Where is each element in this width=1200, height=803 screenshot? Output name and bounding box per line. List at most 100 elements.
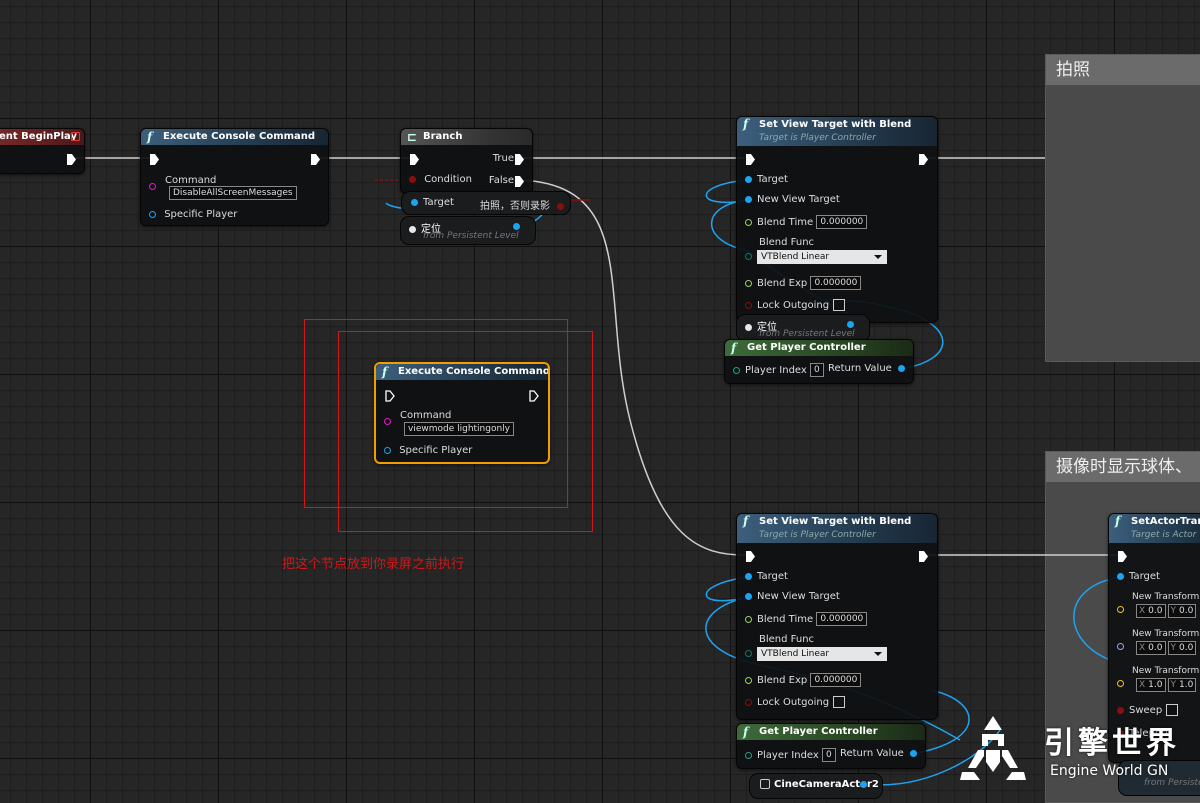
rotation-row: New Transform R X0.0Y0.0	[1117, 629, 1200, 655]
object-out-pin[interactable]	[860, 781, 867, 788]
object-pin[interactable]	[384, 446, 391, 454]
float-pin[interactable]	[745, 279, 752, 287]
player-index-input[interactable]: 0	[822, 748, 836, 762]
byte-pin[interactable]	[745, 649, 752, 657]
float-pin[interactable]	[745, 218, 752, 226]
object-pin[interactable]	[411, 198, 418, 206]
object-pin[interactable]	[745, 572, 752, 580]
exec-out-pin[interactable]	[311, 154, 320, 165]
object-out-pin[interactable]	[910, 749, 917, 757]
object-pin[interactable]	[745, 175, 752, 183]
exec-in-pin[interactable]	[1118, 551, 1127, 562]
blend-exp-input[interactable]: 0.000000	[810, 673, 862, 687]
pin-label: Player Index	[757, 750, 819, 761]
variable-row: 定位	[409, 220, 441, 235]
event-delegate-pin[interactable]	[71, 132, 80, 141]
comment-box-photo[interactable]: 拍照	[1045, 54, 1200, 362]
blend-func-dropdown[interactable]: VTBlend Linear	[757, 647, 887, 661]
vector-pin[interactable]	[1117, 606, 1124, 613]
locate-variable-node[interactable]: 定位 from Persistent Level	[400, 216, 536, 245]
rotator-pin[interactable]	[1117, 643, 1124, 650]
sweep-checkbox[interactable]	[1166, 704, 1179, 716]
function-icon: f	[147, 130, 153, 144]
exec-false-pin[interactable]	[515, 176, 524, 187]
comment-title[interactable]: 拍照	[1046, 55, 1200, 85]
blend-time-row: Blend Time 0.000000	[745, 215, 868, 229]
command-input[interactable]: DisableAllScreenMessages	[169, 186, 297, 200]
string-pin[interactable]	[384, 418, 391, 425]
bool-pin[interactable]	[745, 301, 752, 309]
float-pin[interactable]	[745, 676, 752, 684]
bool-pin[interactable]	[409, 175, 416, 183]
blend-time-input[interactable]: 0.000000	[816, 215, 868, 229]
photo-condition-node[interactable]: Target 拍照，否则录影	[401, 191, 571, 215]
blend-func-dropdown[interactable]: VTBlend Linear	[757, 250, 887, 264]
object-out-pin[interactable]	[513, 223, 520, 230]
node-title: Execute Console Command	[398, 366, 548, 377]
set-actor-transform-node[interactable]: fSetActorTransfTarget is Actor Target Ne…	[1108, 513, 1200, 763]
float-pin[interactable]	[745, 615, 752, 623]
function-icon: f	[743, 117, 749, 131]
object-out-pin[interactable]	[847, 321, 854, 328]
locate-variable-node[interactable]: 定位 from Persistent Level	[736, 314, 870, 342]
object-pin[interactable]	[745, 592, 752, 600]
blend-time-input[interactable]: 0.000000	[816, 612, 868, 626]
event-beginplay-node[interactable]: ent BeginPlay	[0, 128, 85, 174]
exec-out-pin[interactable]	[919, 154, 928, 165]
object-pin[interactable]	[745, 195, 752, 203]
branch-node[interactable]: ⊏Branch True Condition False	[400, 128, 533, 194]
level-pin[interactable]	[409, 225, 416, 233]
bool-out-pin[interactable]	[557, 202, 565, 210]
bool-pin[interactable]	[745, 698, 752, 706]
logo-chinese-text: 引擎世界	[1044, 726, 1180, 761]
lock-outgoing-row: Lock Outgoing	[745, 299, 846, 311]
bool-pin[interactable]	[1117, 729, 1124, 737]
lock-outgoing-checkbox[interactable]	[833, 299, 846, 311]
exec-in-pin[interactable]	[150, 154, 159, 165]
exec-out-pin[interactable]	[919, 551, 928, 562]
pin-label: Lock Outgoing	[757, 697, 830, 708]
player-index-input[interactable]: 0	[810, 363, 824, 377]
pin-label: Blend Exp	[757, 278, 808, 289]
comment-title[interactable]: 摄像时显示球体、	[1046, 452, 1200, 482]
level-pin[interactable]	[745, 323, 752, 331]
exec-in-pin[interactable]	[746, 154, 755, 165]
exec-out-pin[interactable]	[529, 390, 539, 402]
blend-exp-row: Blend Exp 0.000000	[745, 673, 862, 687]
int-pin[interactable]	[733, 366, 740, 374]
exec-out-pin[interactable]	[67, 154, 76, 165]
int-pin[interactable]	[745, 751, 752, 759]
exec-true-pin[interactable]	[515, 154, 524, 165]
specific-player-row: Specific Player	[149, 209, 237, 220]
exec-in-pin[interactable]	[385, 390, 395, 402]
string-pin[interactable]	[149, 183, 156, 190]
cine-camera-actor-node[interactable]: CineCameraActor2	[749, 773, 883, 799]
lock-outgoing-checkbox[interactable]	[833, 696, 846, 708]
pin-label: Specific Player	[399, 445, 473, 456]
exec-in-pin[interactable]	[410, 154, 419, 165]
blend-exp-input[interactable]: 0.000000	[810, 276, 862, 290]
bool-pin[interactable]	[1117, 706, 1124, 714]
object-out-pin[interactable]	[898, 364, 905, 372]
object-pin[interactable]	[1117, 572, 1124, 580]
command-input[interactable]: viewmode lightingonly	[404, 422, 515, 436]
scale-y-value: 1.0	[1179, 680, 1194, 690]
exec-in-pin[interactable]	[746, 551, 755, 562]
function-icon: f	[382, 365, 388, 379]
vector-pin[interactable]	[1117, 680, 1124, 687]
byte-pin[interactable]	[745, 252, 752, 260]
object-pin[interactable]	[149, 210, 156, 218]
x-label: X	[1139, 680, 1146, 690]
